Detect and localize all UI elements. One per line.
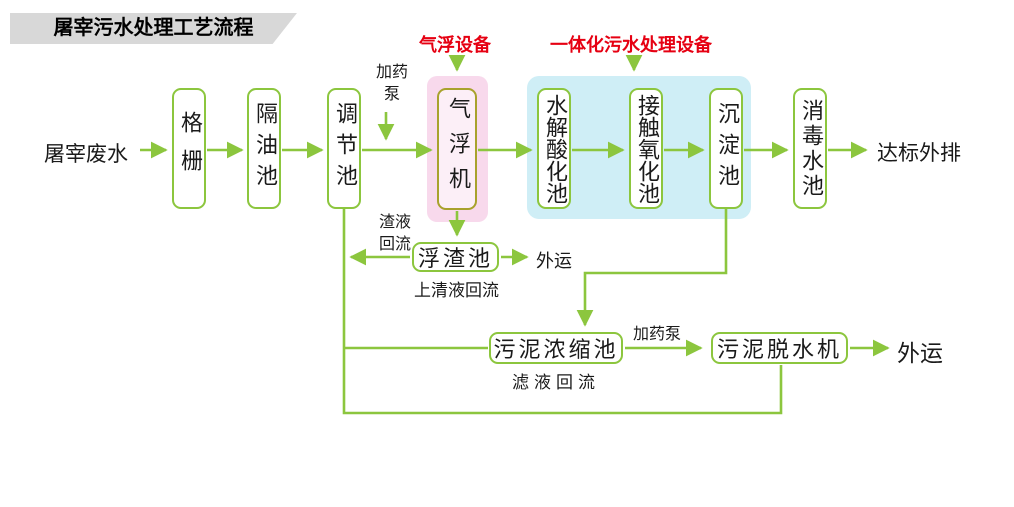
residue-reflux-label: 渣液回流 xyxy=(378,212,411,253)
page-title: 屠宰污水处理工艺流程 xyxy=(10,13,297,44)
dosing-pump2-label: 加药泵 xyxy=(633,324,682,343)
box-bar-screen: 格栅 xyxy=(172,88,206,209)
supernatant-reflux-label: 上清液回流 xyxy=(414,281,499,301)
scum-outbound-label: 外运 xyxy=(536,251,572,272)
box-sludge-thickening-tank: 污泥浓缩池 xyxy=(489,332,623,364)
sludge-outbound-label: 外运 xyxy=(897,341,943,367)
box-scum-tank: 浮渣池 xyxy=(412,242,499,272)
discharge-label: 达标外排 xyxy=(877,141,961,165)
filtrate-reflux-label: 滤液回流 xyxy=(512,373,600,393)
integrated-equipment-label: 一体化污水处理设备 xyxy=(550,35,712,56)
line-sedimentation-to-thickening xyxy=(576,209,728,327)
box-grease-trap: 隔油池 xyxy=(247,88,281,209)
box-hydrolysis-acidification-tank: 水解酸化池 xyxy=(537,88,571,209)
air-flotation-equipment-label: 气浮设备 xyxy=(419,35,491,56)
box-equalization-tank: 调节池 xyxy=(327,88,361,209)
box-sludge-dewatering-machine: 污泥脱水机 xyxy=(711,332,848,364)
box-contact-oxidation-tank: 接触氧化池 xyxy=(629,88,663,209)
box-sedimentation-tank: 沉淀池 xyxy=(709,88,743,209)
dosing-pump1-label: 加药泵 xyxy=(375,62,408,103)
line-return-riser-bottom xyxy=(342,209,783,415)
box-air-flotation-machine: 气浮机 xyxy=(437,88,477,210)
box-disinfection-tank: 消毒水池 xyxy=(793,88,827,209)
source-water-label: 屠宰废水 xyxy=(44,142,128,166)
